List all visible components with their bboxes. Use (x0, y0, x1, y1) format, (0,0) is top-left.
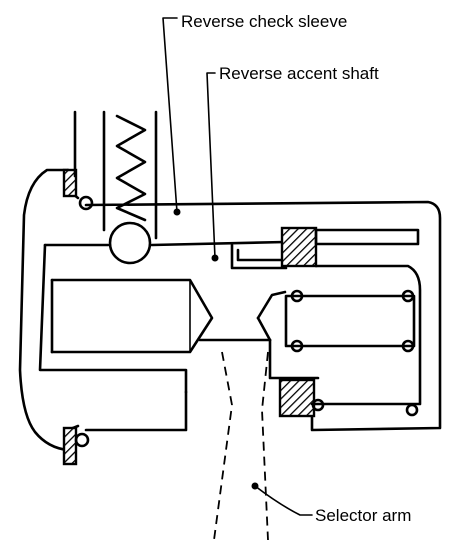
reverse-check-sleeve (38, 208, 288, 394)
selector-arm (213, 351, 269, 541)
check-plunger-assembly (268, 226, 422, 418)
label-reverse-accent-shaft: Reverse accent shaft (219, 64, 379, 83)
leader-lines (162, 17, 313, 516)
housing-outline (18, 168, 442, 452)
detent-spring (73, 110, 158, 240)
detent-ball (108, 221, 152, 265)
reverse-accent-shaft (50, 254, 287, 354)
housing-seal-bottom (62, 426, 90, 466)
label-reverse-check-sleeve: Reverse check sleeve (181, 12, 347, 31)
label-selector-arm: Selector arm (315, 506, 411, 525)
housing-seal-top (62, 168, 94, 211)
